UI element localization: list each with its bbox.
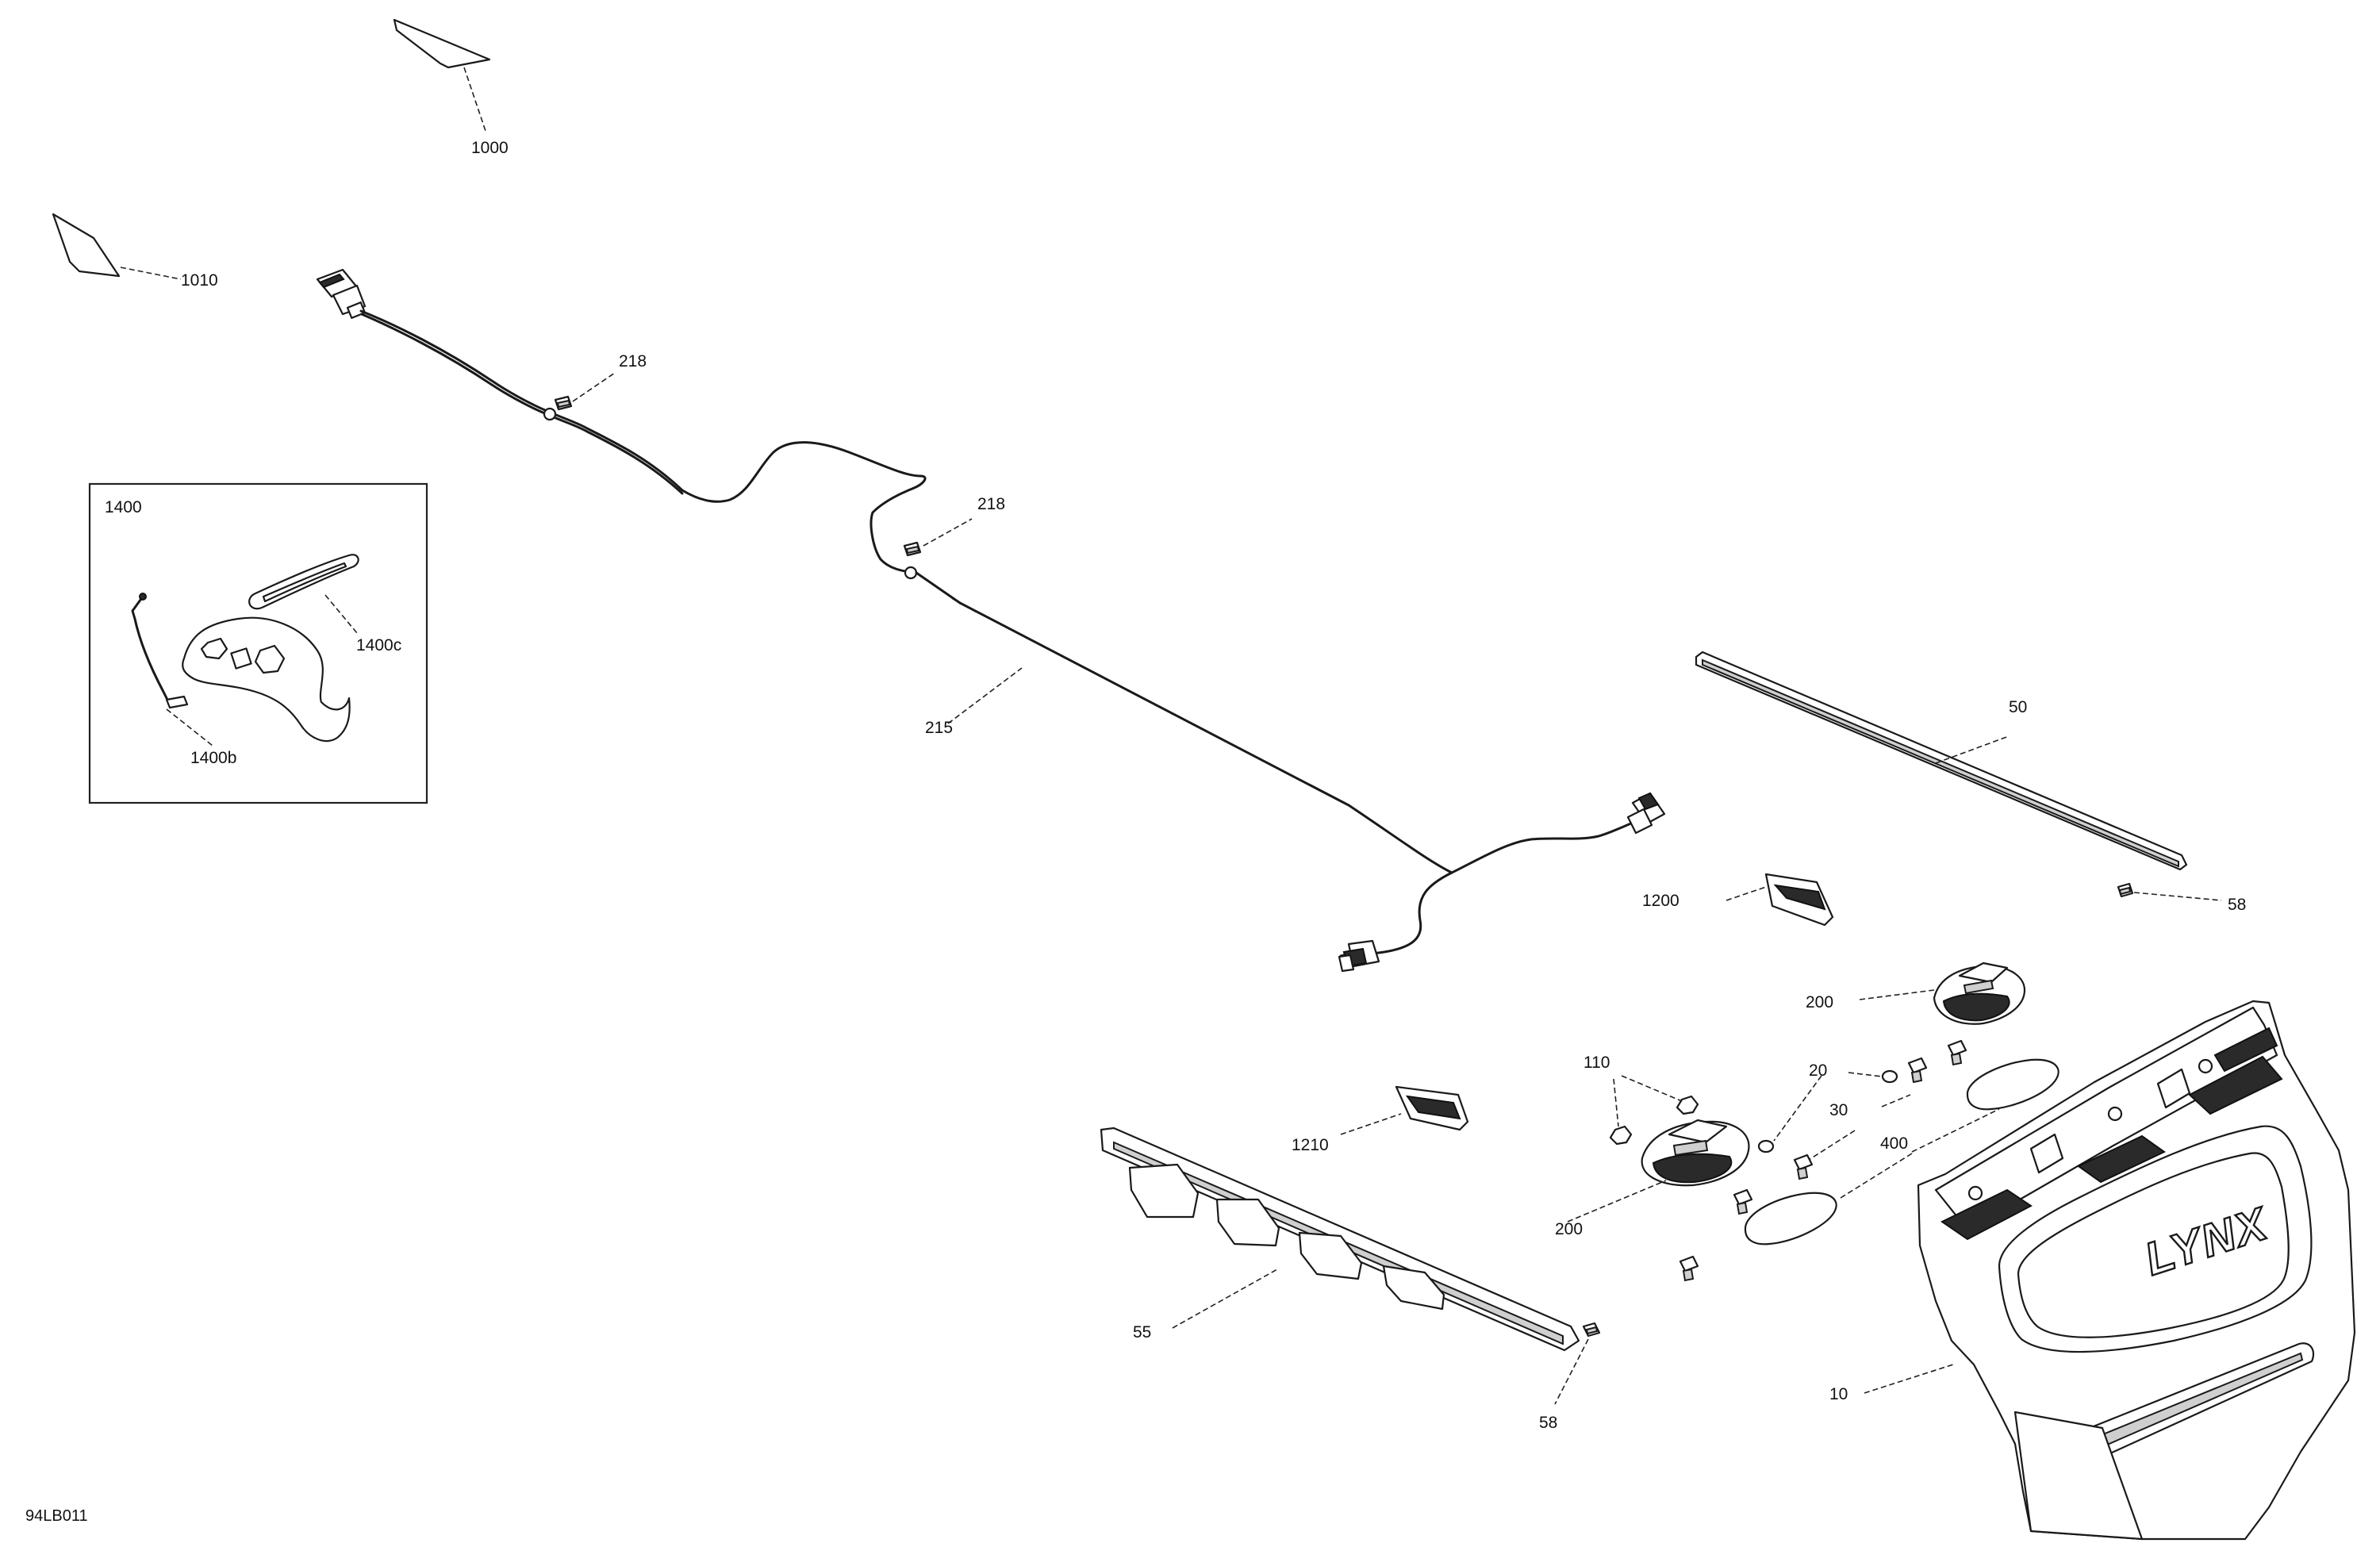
leader-30-a bbox=[1881, 1094, 1911, 1107]
nut-110-b[interactable] bbox=[1609, 1125, 1633, 1146]
callout-400: 400 bbox=[1880, 1134, 1908, 1153]
clip-218a-point bbox=[543, 407, 557, 421]
decal-1210[interactable] bbox=[1340, 1085, 1469, 1135]
panel-cutout-3 bbox=[1298, 1231, 1363, 1280]
leader-110-a bbox=[1621, 1075, 1683, 1102]
callout-1010: 1010 bbox=[181, 271, 218, 290]
callout-58-lower: 58 bbox=[1539, 1414, 1557, 1432]
clip-218-upper[interactable] bbox=[554, 372, 616, 411]
decal-1200[interactable] bbox=[1726, 873, 1834, 927]
drawing-reference: 94LB011 bbox=[25, 1507, 88, 1525]
callout-55: 55 bbox=[1133, 1323, 1151, 1341]
callout-50: 50 bbox=[2009, 698, 2027, 716]
callout-1400: 1400 bbox=[105, 498, 142, 516]
nut-110-a[interactable] bbox=[1676, 1095, 1699, 1115]
callout-1210: 1210 bbox=[1292, 1136, 1329, 1154]
screw-58-lower[interactable] bbox=[1554, 1322, 1601, 1405]
tool-kit-frame bbox=[88, 482, 428, 804]
callout-30: 30 bbox=[1829, 1101, 1848, 1119]
screw-30-b[interactable] bbox=[1947, 1039, 1967, 1066]
leader-20-a bbox=[1848, 1072, 1883, 1077]
callout-200-lower: 200 bbox=[1555, 1220, 1583, 1238]
connector-bottom bbox=[1338, 939, 1380, 973]
hex-key-1400b[interactable] bbox=[131, 593, 213, 747]
decal-1010[interactable] bbox=[52, 213, 182, 280]
clip-218b-point bbox=[904, 566, 918, 580]
callout-1200: 1200 bbox=[1642, 892, 1679, 910]
panel-cutout-2 bbox=[1215, 1198, 1280, 1247]
callout-58-upper: 58 bbox=[2228, 896, 2246, 914]
washer-20-a[interactable] bbox=[1881, 1069, 1898, 1084]
connector-top-left bbox=[316, 268, 367, 319]
callout-1400b: 1400b bbox=[190, 749, 236, 767]
washer-20-b[interactable] bbox=[1757, 1139, 1775, 1153]
connector-right bbox=[1626, 792, 1666, 835]
light-200-upper[interactable] bbox=[1859, 961, 2026, 1025]
leader-110-b bbox=[1613, 1078, 1619, 1127]
leader-30-b bbox=[1808, 1130, 1856, 1161]
screw-30-a[interactable] bbox=[1907, 1057, 1928, 1084]
screw-30-d[interactable] bbox=[1733, 1188, 1753, 1215]
callout-218-lower: 218 bbox=[977, 495, 1005, 513]
callout-110: 110 bbox=[1583, 1054, 1610, 1072]
callout-200-upper: 200 bbox=[1806, 993, 1833, 1011]
panel-cutout-4 bbox=[1382, 1265, 1445, 1311]
screw-58-upper[interactable] bbox=[2117, 882, 2222, 901]
clip-218-lower[interactable] bbox=[903, 518, 973, 557]
spanner-wrench[interactable] bbox=[182, 616, 351, 743]
callout-218-upper: 218 bbox=[619, 352, 647, 370]
trim-strip-50[interactable] bbox=[1695, 651, 2188, 871]
callout-20: 20 bbox=[1809, 1061, 1827, 1080]
panel-cutout-1 bbox=[1128, 1163, 1200, 1219]
rear-cover-10[interactable]: LYNX bbox=[1864, 1000, 2356, 1541]
screw-30-e[interactable] bbox=[1679, 1255, 1699, 1282]
lens-400-lower[interactable] bbox=[1744, 1108, 2000, 1246]
callout-215: 215 bbox=[925, 719, 953, 737]
leader-20-b bbox=[1773, 1075, 1822, 1142]
callout-1400c: 1400c bbox=[356, 636, 401, 654]
light-200-lower[interactable] bbox=[1567, 1119, 1750, 1223]
screw-30-c[interactable] bbox=[1793, 1153, 1814, 1180]
tool-kit-1400[interactable] bbox=[88, 482, 428, 804]
wiring-harness-215[interactable] bbox=[316, 268, 1666, 973]
decal-1000[interactable] bbox=[393, 18, 491, 132]
tool-strap-1400c[interactable] bbox=[248, 554, 359, 634]
lens-400-upper[interactable] bbox=[1966, 1058, 2059, 1111]
side-panel-55[interactable] bbox=[1100, 1127, 1580, 1352]
callout-1000: 1000 bbox=[471, 139, 509, 157]
callout-10: 10 bbox=[1829, 1385, 1848, 1403]
